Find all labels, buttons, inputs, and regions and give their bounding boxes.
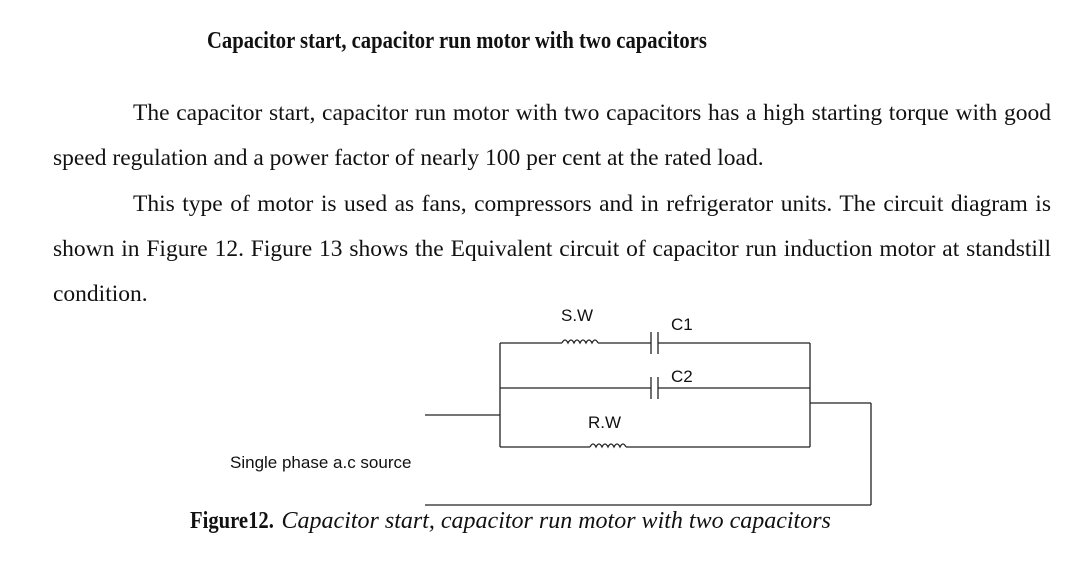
figure-caption: Figure12. Capacitor start, capacitor run… — [190, 508, 831, 535]
capacitor-2-label: C2 — [671, 367, 693, 386]
running-winding-coil — [589, 443, 627, 449]
paragraph-2: This type of motor is used as fans, comp… — [53, 190, 1051, 307]
running-winding-label: R.W — [588, 413, 621, 432]
starting-winding-label: S.W — [561, 306, 593, 325]
paragraph-1: The capacitor start, capacitor run motor… — [53, 99, 1051, 171]
circuit-diagram: S.W C1 C2 R.W Single phase a.c source — [230, 306, 872, 506]
starting-winding-coil — [561, 339, 599, 345]
capacitor-1-label: C1 — [671, 315, 693, 334]
source-label: Single phase a.c source — [230, 453, 411, 472]
figure-caption-text: Capacitor start, capacitor run motor wit… — [281, 508, 831, 534]
figure-label: Figure12. — [190, 508, 274, 534]
section-heading: Capacitor start, capacitor run motor wit… — [207, 28, 707, 54]
